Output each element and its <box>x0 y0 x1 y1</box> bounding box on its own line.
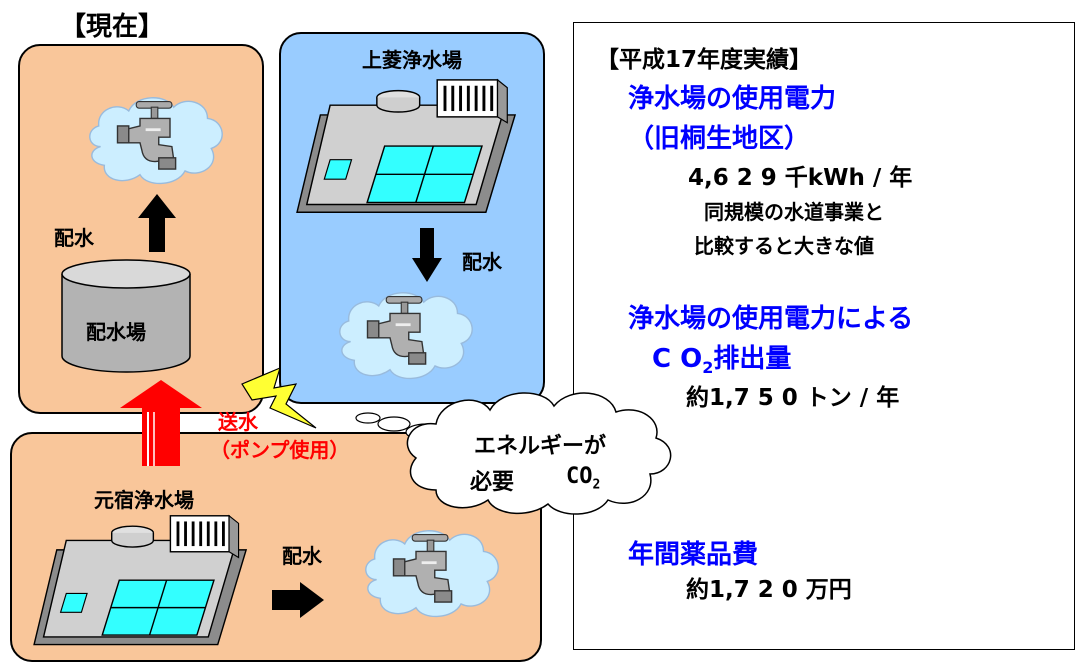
current-distribution-label: 配水 <box>54 226 94 250</box>
faucet-icon <box>356 518 506 628</box>
transfer-arrow-icon <box>120 380 202 466</box>
motojuku-distribution-label: 配水 <box>282 544 322 568</box>
energy-needed-label: エネルギーが <box>474 434 607 459</box>
need-label: 必要 <box>470 470 515 495</box>
faucet-icon <box>330 280 480 390</box>
power-value: 4,6 2 9 千kWh / 年 <box>688 165 913 191</box>
motojuku-plant-icon <box>24 512 260 654</box>
co2-heading: 浄水場の使用電力による <box>628 304 914 334</box>
cloud-co2-label: CO2 <box>566 464 601 493</box>
transfer-pump-label: （ポンプ使用） <box>210 438 350 462</box>
arrow-down-icon <box>412 228 442 282</box>
lightning-icon <box>241 366 317 429</box>
chemical-cost-value: 約1,7 2 0 万円 <box>686 577 852 603</box>
kamibishi-plant-title: 上菱浄水場 <box>362 48 462 72</box>
co2-emission-heading: C O2排出量 <box>652 344 792 378</box>
kamibishi-plant-icon <box>290 76 526 222</box>
co2-value: 約1,7 5 0 トン / 年 <box>686 385 900 411</box>
kamibishi-distribution-label: 配水 <box>462 250 502 274</box>
power-area-heading: （旧桐生地区） <box>628 124 811 154</box>
page-heading: 【現在】 <box>60 12 165 42</box>
comparison-note-line2: 比較すると大きな値 <box>694 234 874 258</box>
chemical-cost-heading: 年間薬品費 <box>628 540 759 570</box>
reservoir-tank-icon <box>61 259 191 373</box>
reservoir-label: 配水場 <box>86 320 146 344</box>
arrow-up-icon <box>138 194 176 252</box>
results-title: 【平成17年度実績】 <box>596 47 813 73</box>
faucet-icon <box>80 88 230 192</box>
arrow-right-icon <box>272 582 324 618</box>
results-panel <box>573 22 1075 650</box>
comparison-note-line1: 同規模の水道事業と <box>704 200 884 224</box>
energy-cloud <box>355 392 672 515</box>
transfer-label: 送水 <box>218 410 258 434</box>
power-heading: 浄水場の使用電力 <box>628 84 837 114</box>
motojuku-plant-title: 元宿浄水場 <box>94 488 194 512</box>
